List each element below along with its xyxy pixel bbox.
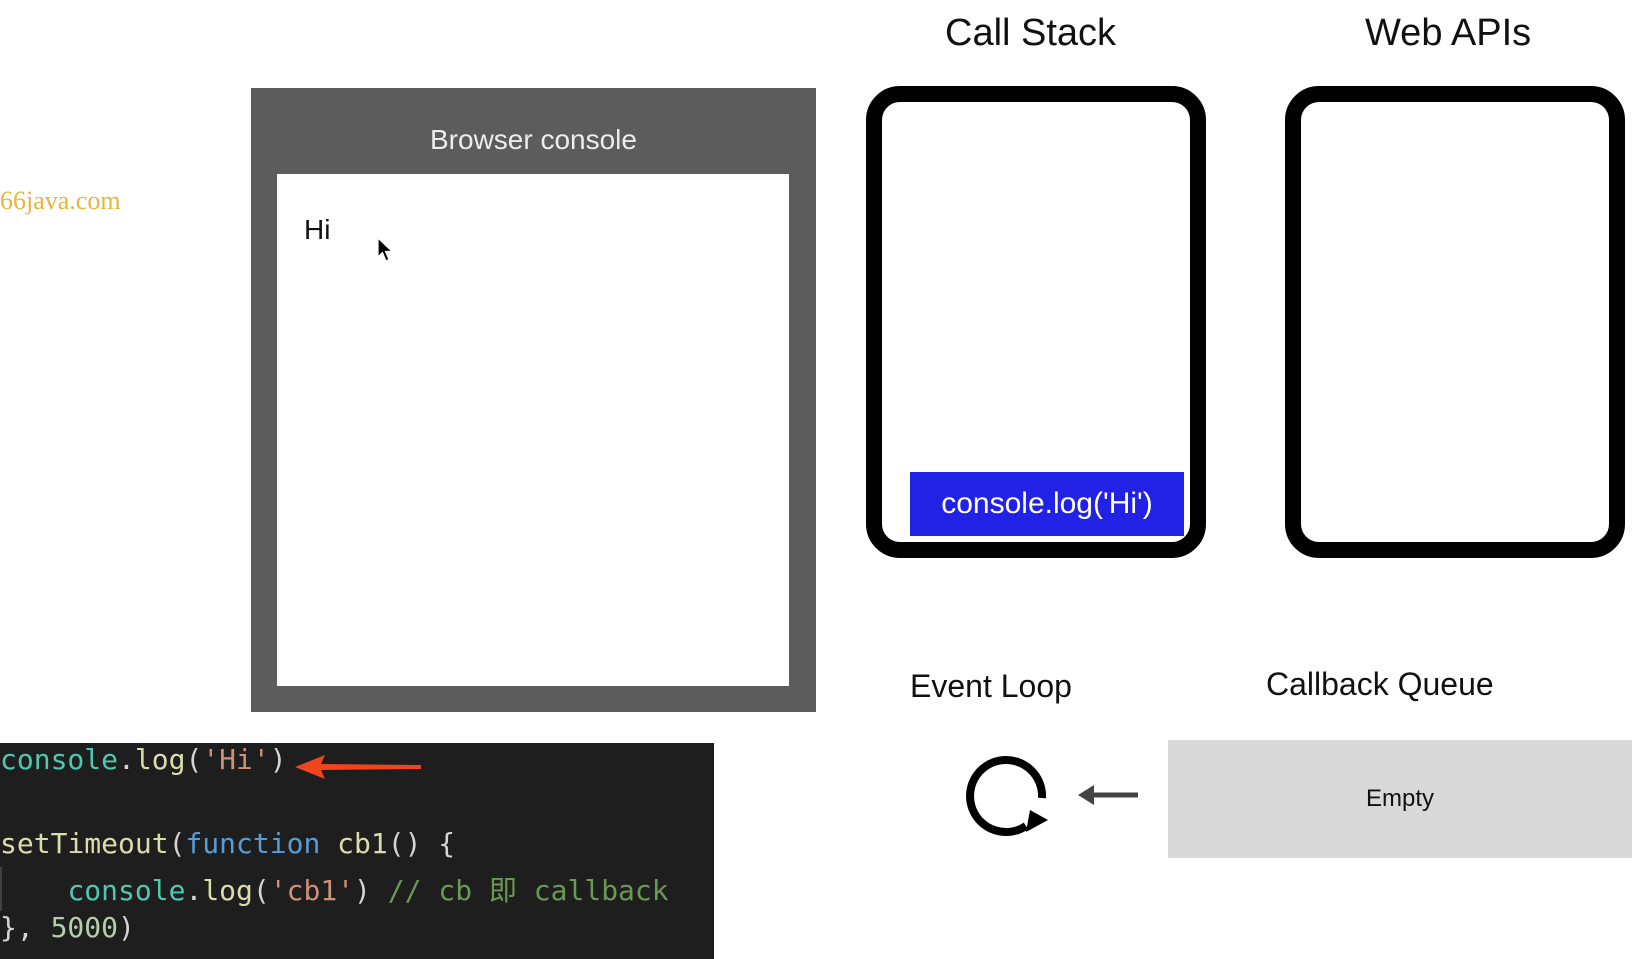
code-panel: console.log('Hi') setTimeout(function cb… <box>0 743 714 959</box>
web-apis-title: Web APIs <box>1365 12 1532 54</box>
cursor-icon <box>377 237 394 262</box>
code-line-3: setTimeout(function cb1() { <box>0 827 456 860</box>
callback-queue-status: Empty <box>1365 785 1434 812</box>
call-stack-frame: console.log('Hi') <box>910 472 1184 536</box>
browser-console-title: Browser console <box>430 124 637 155</box>
left-arrow-icon <box>1078 785 1138 805</box>
browser-console: Browser console Hi <box>251 88 816 712</box>
event-loop-title: Event Loop <box>910 668 1072 704</box>
code-line-4: console.log('cb1') // cb 即 callback <box>67 874 669 907</box>
event-loop-icon <box>966 756 1048 837</box>
callback-queue-box: Empty <box>1168 740 1632 858</box>
callback-queue-title: Callback Queue <box>1266 666 1494 702</box>
call-stack-title: Call Stack <box>945 12 1117 54</box>
watermark: 66java.com <box>0 186 121 215</box>
indent-guide <box>0 867 2 911</box>
code-line-5: }, 5000) <box>0 911 135 944</box>
console-output-line: Hi <box>304 214 331 245</box>
code-line-1: console.log('Hi') <box>0 743 287 776</box>
console-output-area: Hi <box>277 174 789 686</box>
web-apis-box <box>1285 86 1625 558</box>
pointer-arrow-icon <box>295 755 421 779</box>
